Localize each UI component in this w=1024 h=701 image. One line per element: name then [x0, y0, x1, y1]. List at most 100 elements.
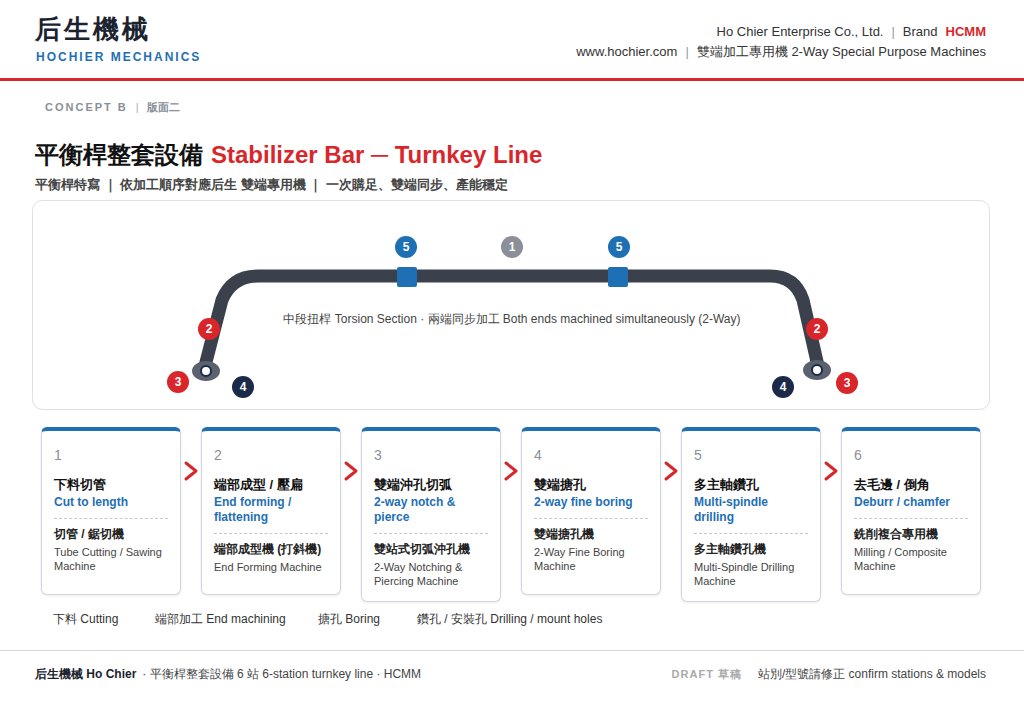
step-title-en: End forming / flattening — [214, 495, 328, 525]
header-text: 版面二 — [147, 100, 180, 115]
step-title-en: Multi-spindle drilling — [694, 495, 808, 525]
machine-name-en: Milling / Composite Machine — [854, 545, 968, 574]
machine-name-en: Multi-Spindle Drilling Machine — [694, 560, 808, 589]
subtitle-row: 平衡桿特寫 ｜ 依加工順序對應后生 雙端專用機 ｜ 一次購足、雙端同步、產能穩定 — [35, 176, 508, 194]
machine-name: 多主軸鑽孔機 — [694, 542, 808, 558]
step-title-en: Deburr / chamfer — [854, 495, 968, 510]
machine-name: 銑削複合專用機 — [854, 527, 968, 543]
step-number: 6 — [854, 447, 968, 463]
flow-chevron — [826, 463, 836, 479]
flow-chevron — [506, 463, 516, 479]
logo-sub-row: HOCHIER MECHANICS — [36, 50, 201, 64]
header-text: Ho Chier Enterprise Co., Ltd. — [717, 24, 884, 39]
header-text: 平衡桿特寫 ｜ 依加工順序對應后生 雙端專用機 ｜ 一次購足、雙端同步、產能穩定 — [35, 176, 508, 194]
eye-hole — [812, 365, 822, 375]
stage-group-label: 搪孔 Boring — [318, 611, 380, 628]
step-title-en: 2-way notch & pierce — [374, 495, 488, 525]
machine-name: 雙站式切弧沖孔機 — [374, 542, 488, 558]
callout-number: 2 — [806, 318, 828, 340]
stage-group-label: 下料 Cutting — [53, 611, 118, 628]
mount-bushing — [608, 267, 628, 287]
stage-group-label: 鑽孔 / 安裝孔 Drilling / mount holes — [417, 611, 602, 628]
diagram-panel — [33, 201, 990, 410]
step-title-en: Cut to length — [54, 495, 168, 510]
header-text: 后生機械 Ho Chier — [35, 666, 136, 683]
dashed-divider — [854, 518, 968, 519]
header-text: 雙端加工專用機 2-Way Special Purpose Machines — [697, 43, 986, 61]
step-number: 4 — [534, 447, 648, 463]
step-number: 5 — [694, 447, 808, 463]
callout-number: 5 — [608, 236, 630, 258]
callout-number: 3 — [167, 371, 189, 393]
callout-number: 3 — [836, 372, 858, 394]
header-text: DRAFT 草稿 — [672, 667, 742, 682]
chevron-path — [346, 463, 356, 479]
machine-name-en: Tube Cutting / Sawing Machine — [54, 545, 168, 574]
header-text: · 平衡桿整套設備 6 站 6-station turnkey line · H… — [142, 666, 421, 683]
company-row: Ho Chier Enterprise Co., Ltd. | Brand HCMM — [717, 24, 986, 39]
process-box: 5 多主軸鑽孔 Multi-spindle drilling 多主軸鑽孔機 Multi-… — [681, 427, 821, 602]
flow-chevron — [186, 463, 196, 479]
process-box: 2端部成型 / 壓扁End forming / flattening端部成型機 … — [201, 427, 341, 595]
header-text: | — [685, 44, 688, 59]
callout-number: 4 — [232, 376, 254, 398]
step-title: 雙端搪孔 — [534, 477, 648, 493]
dashed-divider — [374, 533, 488, 534]
dashed-divider — [214, 533, 328, 534]
machine-name: 端部成型機 (打斜機) — [214, 542, 328, 558]
chevron-path — [826, 463, 836, 479]
dashed-divider — [54, 518, 168, 519]
chevron-path — [666, 463, 676, 479]
callout-number: 2 — [198, 318, 220, 340]
header-rule — [0, 78, 1024, 81]
dashed-divider — [534, 518, 648, 519]
machine-name-en: 2-Way Fine Boring Machine — [534, 545, 648, 574]
header-text: HCMM — [946, 24, 986, 39]
header-text: 后生機械 — [35, 12, 151, 47]
dashed-divider — [694, 533, 808, 534]
title-row: 平衡桿整套設備 Stabilizer Bar ─ Turnkey Line — [35, 139, 542, 171]
header-text: Stabilizer Bar ─ Turnkey Line — [211, 141, 542, 169]
header-text: Brand — [903, 24, 938, 39]
process-box: 6去毛邊 / 倒角Deburr / chamfer銑削複合專用機Milling … — [841, 427, 981, 595]
logo-row: 后生機械 — [35, 12, 151, 47]
step-title: 下料切管 — [54, 477, 168, 493]
section-note: 中段扭桿 Torsion Section · 兩端同步加工 Both ends … — [283, 311, 740, 328]
flow-chevron — [346, 463, 356, 479]
process-box: 4 雙端搪孔 2-way fine boring 雙端搪孔機 2-Way Fine Bo… — [521, 427, 661, 595]
header-text: www.hochier.com — [576, 44, 677, 59]
callout-number: 1 — [501, 236, 523, 258]
machine-name-en: End Forming Machine — [214, 560, 328, 574]
machine-name: 雙端搪孔機 — [534, 527, 648, 543]
callout-number: 4 — [772, 376, 794, 398]
footer-rule — [0, 650, 1024, 651]
footer-right-row: DRAFT 草稿 站別/型號請修正 confirm stations & mode… — [672, 666, 986, 683]
bar-eye — [192, 361, 220, 381]
header-text: | — [891, 24, 894, 39]
machine-name: 切管 / 鋸切機 — [54, 527, 168, 543]
step-title: 多主軸鑽孔 — [694, 477, 808, 493]
step-title-en: 2-way fine boring — [534, 495, 648, 510]
step-number: 3 — [374, 447, 488, 463]
eye-hole — [201, 366, 211, 376]
stage-group-label: 端部加工 End machining — [155, 611, 286, 628]
header-text: | — [136, 101, 139, 113]
header-text: HOCHIER MECHANICS — [36, 50, 201, 64]
mount-bushing — [397, 267, 417, 287]
stabilizer-bar — [205, 276, 818, 366]
step-title: 雙端沖孔切弧 — [374, 477, 488, 493]
step-number: 1 — [54, 447, 168, 463]
callout-number: 5 — [395, 236, 417, 258]
chevron-path — [186, 463, 196, 479]
flow-chevron — [666, 463, 676, 479]
header-text: 站別/型號請修正 confirm stations & models — [758, 666, 986, 683]
machine-name-en: 2-Way Notching & Piercing Machine — [374, 560, 488, 589]
concept-row: CONCEPT B | 版面二 — [45, 100, 180, 115]
page-title: 平衡桿整套設備 — [35, 139, 203, 171]
process-box: 1 下料切管 Cut to length 切管 / 鋸切機 Tube Cutting /… — [41, 427, 181, 595]
process-box: 3 雙端沖孔切弧 2-way notch & pierce 雙站式切弧沖孔機 2-Way… — [361, 427, 501, 602]
header-text: CONCEPT B — [45, 101, 128, 113]
step-number: 2 — [214, 447, 328, 463]
bar-eye — [803, 360, 831, 380]
